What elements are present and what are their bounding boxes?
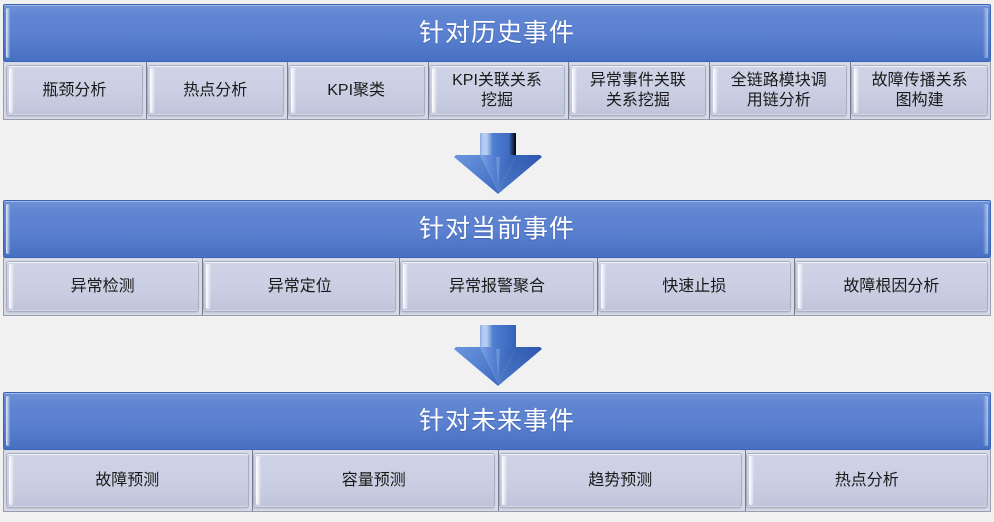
item-label: 趋势预测 — [588, 471, 653, 489]
item-fault-root-cause-analysis[interactable]: 故障根因分析 — [794, 261, 989, 312]
section-future-title: 针对未来事件 — [418, 406, 575, 435]
section-current: 针对当前事件 异常检测 异常定位 异常报警聚合 快速止损 故障根因分析 — [3, 200, 991, 316]
item-label: 容量预测 — [341, 471, 406, 489]
item-separator — [202, 258, 203, 315]
item-separator — [146, 62, 147, 119]
section-future-item-row: 故障预测 容量预测 趋势预测 热点分析 — [3, 450, 991, 512]
item-label: KPI关联关系 挖掘 — [452, 71, 542, 109]
item-separator — [597, 258, 598, 315]
item-label: 异常事件关联 关系挖掘 — [589, 71, 686, 109]
item-fault-prediction[interactable]: 故障预测 — [6, 453, 249, 508]
item-separator — [745, 450, 746, 511]
item-hotspot-analysis[interactable]: 热点分析 — [146, 65, 284, 116]
item-label: 故障根因分析 — [843, 277, 940, 295]
item-label: KPI聚类 — [327, 81, 386, 99]
item-separator — [850, 62, 851, 119]
item-separator — [399, 258, 400, 315]
item-separator — [252, 450, 253, 511]
item-kpi-correlation-mining[interactable]: KPI关联关系 挖掘 — [428, 65, 566, 116]
section-current-title: 针对当前事件 — [418, 214, 575, 243]
item-fast-loss-mitigation[interactable]: 快速止损 — [597, 261, 791, 312]
item-hotspot-analysis-future[interactable]: 热点分析 — [745, 453, 988, 508]
item-fault-propagation-graph-construction[interactable]: 故障传播关系 图构建 — [851, 65, 989, 116]
item-separator — [498, 450, 499, 511]
section-history: 针对历史事件 瓶颈分析 热点分析 KPI聚类 KPI关联关系 挖掘 异常事件关联… — [3, 4, 991, 120]
item-label: 瓶颈分析 — [42, 81, 107, 99]
arrow-current-to-future-icon — [452, 325, 544, 387]
item-full-link-module-call-chain-analysis[interactable]: 全链路模块调 用链分析 — [710, 65, 848, 116]
arrow-history-to-current-icon — [452, 133, 544, 195]
item-anomaly-detection[interactable]: 异常检测 — [6, 261, 200, 312]
item-separator — [794, 258, 795, 315]
item-label: 异常检测 — [70, 277, 135, 295]
item-separator — [428, 62, 429, 119]
section-history-title: 针对历史事件 — [418, 18, 575, 47]
item-label: 故障传播关系 图构建 — [871, 71, 968, 109]
section-future: 针对未来事件 故障预测 容量预测 趋势预测 热点分析 — [3, 392, 991, 512]
item-label: 热点分析 — [834, 471, 899, 489]
item-label: 全链路模块调 用链分析 — [730, 71, 827, 109]
item-anomaly-event-correlation-mining[interactable]: 异常事件关联 关系挖掘 — [569, 65, 707, 116]
item-trend-prediction[interactable]: 趋势预测 — [499, 453, 742, 508]
item-capacity-prediction[interactable]: 容量预测 — [252, 453, 495, 508]
section-current-item-row: 异常检测 异常定位 异常报警聚合 快速止损 故障根因分析 — [3, 258, 991, 316]
item-label: 快速止损 — [662, 277, 727, 295]
section-current-banner: 针对当前事件 — [3, 200, 991, 258]
item-anomaly-alarm-aggregation[interactable]: 异常报警聚合 — [400, 261, 594, 312]
section-future-banner: 针对未来事件 — [3, 392, 991, 450]
item-anomaly-localization[interactable]: 异常定位 — [203, 261, 397, 312]
item-separator — [709, 62, 710, 119]
item-label: 异常定位 — [267, 277, 332, 295]
item-bottleneck-analysis[interactable]: 瓶颈分析 — [6, 65, 143, 116]
item-label: 热点分析 — [183, 81, 248, 99]
item-label: 故障预测 — [95, 471, 160, 489]
section-history-banner: 针对历史事件 — [3, 4, 991, 62]
item-separator — [568, 62, 569, 119]
item-kpi-clustering[interactable]: KPI聚类 — [287, 65, 425, 116]
section-history-item-row: 瓶颈分析 热点分析 KPI聚类 KPI关联关系 挖掘 异常事件关联 关系挖掘 全… — [3, 62, 991, 120]
item-separator — [287, 62, 288, 119]
item-label: 异常报警聚合 — [449, 277, 546, 295]
